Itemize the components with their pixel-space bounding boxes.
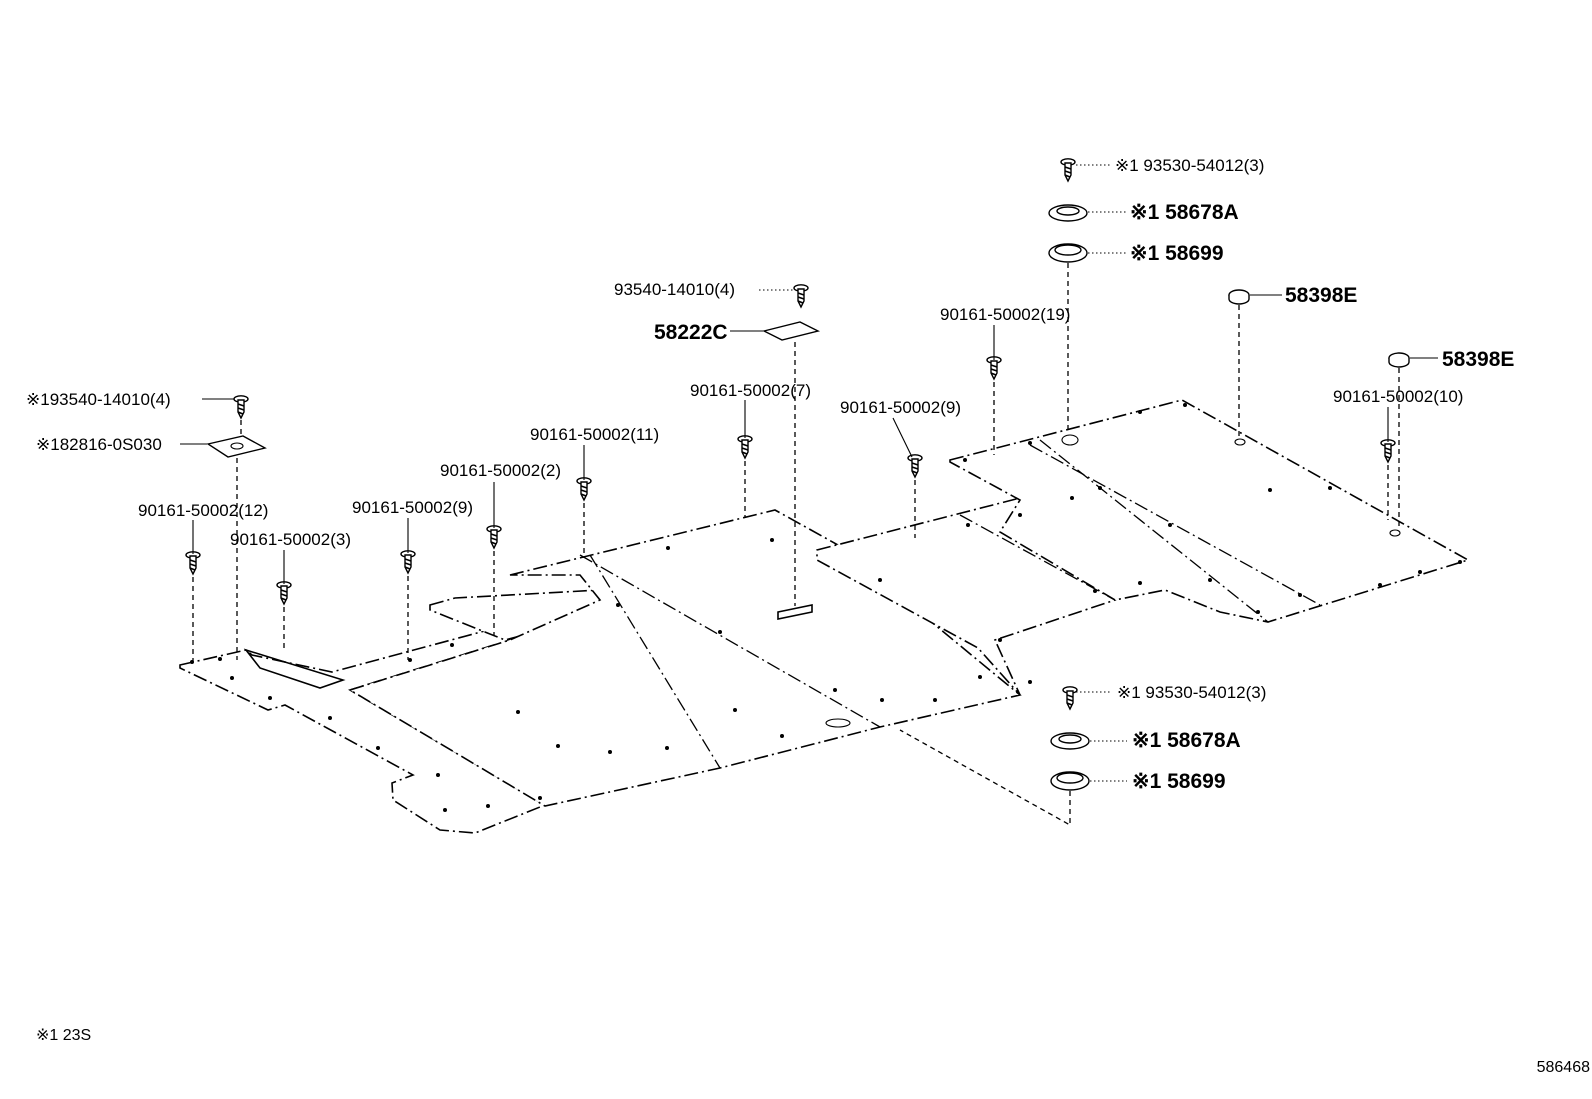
screw-icon [400,549,416,574]
leader-lines [180,164,1438,782]
callout-90161-50002-9-left: 90161-50002(9) [352,498,473,517]
callout-58699-bottom: ※1 58699 [1132,770,1226,793]
diagram-id: 586468 [1537,1059,1590,1076]
grommet-58678A-icon [1048,204,1088,222]
middle-floor-panel [348,509,1022,807]
grommet-58678A-icon [1050,732,1090,750]
screw-icon [986,355,1002,380]
callout-58222C: 58222C [654,321,728,344]
callout-58699-top: ※1 58699 [1130,242,1224,265]
callout-90161-50002-19: 90161-50002(19) [940,305,1070,324]
screw-icon [486,524,502,549]
screw-icon [737,434,753,459]
screw-icon [233,394,249,419]
callout-58678A-top: ※1 58678A [1130,201,1239,224]
callout-58398E-1: 58398E [1285,284,1357,307]
callout-58398E-2: 58398E [1442,348,1514,371]
plate-58222C-icon [761,321,821,341]
plug-58398E-icon [1228,289,1250,305]
screw-icon [1060,158,1076,182]
callout-93540-14010-left: ※193540-14010(4) [26,390,171,409]
footnote: ※1 23S [36,1027,91,1044]
screw-icon [907,453,923,478]
rear-floor-panel [949,399,1471,623]
callout-58678A-bottom: ※1 58678A [1132,729,1241,752]
callout-90161-50002-2: 90161-50002(2) [440,461,561,480]
callout-90161-50002-7: 90161-50002(7) [690,381,811,400]
plate-82816-icon [206,435,267,458]
callout-93530-54012-bottom: ※1 93530-54012(3) [1117,683,1266,702]
callout-90161-50002-10: 90161-50002(10) [1333,387,1463,406]
screw-icon [793,283,809,308]
callout-90161-50002-11: 90161-50002(11) [530,425,659,444]
screw-icon [1380,438,1396,463]
callout-90161-50002-12: 90161-50002(12) [138,501,268,520]
ring-58699-icon [1050,771,1090,791]
callout-93540-14010: 93540-14010(4) [614,280,735,299]
callout-90161-50002-9-right: 90161-50002(9) [840,398,961,417]
callout-82816-0S030: ※182816-0S030 [36,435,162,454]
screw-icon [1062,685,1078,710]
screw-icon [276,580,292,605]
front-floor-panel [179,589,612,834]
callout-90161-50002-3: 90161-50002(3) [230,530,351,549]
ring-58699-icon [1048,243,1088,263]
screw-icon [185,550,201,575]
panel-holes [190,403,1462,812]
plug-58398E-icon [1388,352,1410,368]
screw-icon [576,476,592,501]
callout-93530-54012-top: ※1 93530-54012(3) [1115,156,1264,175]
